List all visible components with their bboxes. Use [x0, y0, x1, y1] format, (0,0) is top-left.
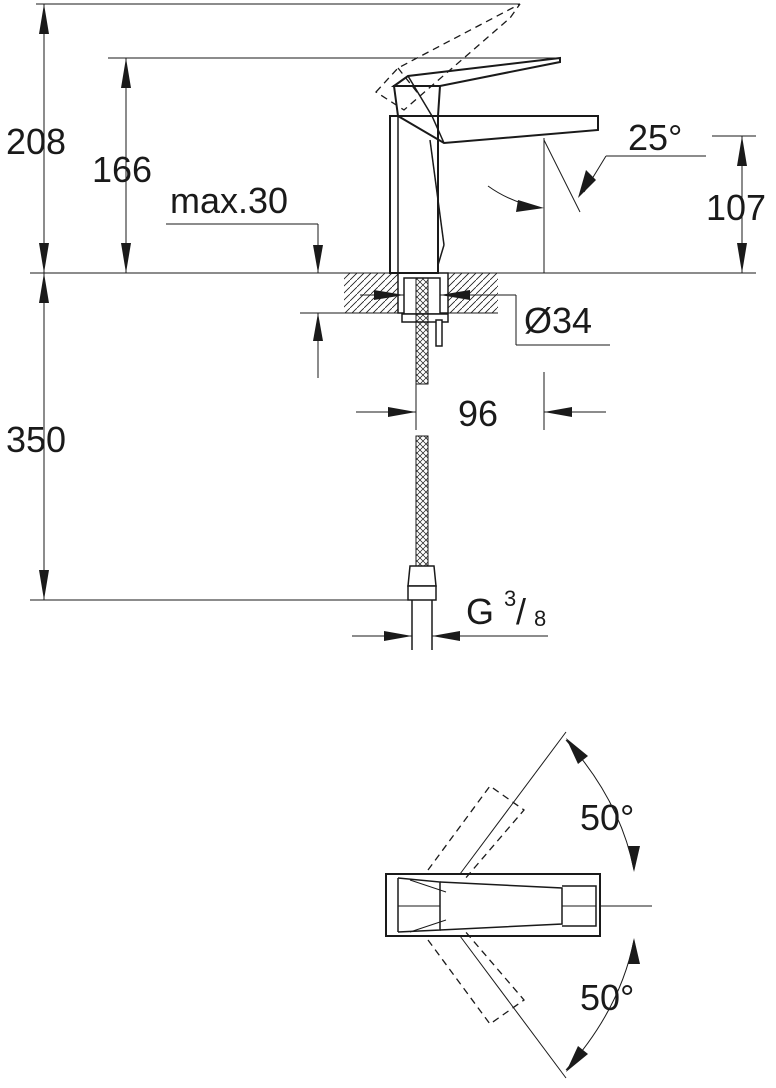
- label-25deg: 25°: [628, 117, 682, 158]
- faucet-body: [389, 56, 599, 274]
- svg-text:3: 3: [504, 586, 516, 611]
- label-swivel-bottom: 50°: [580, 977, 634, 1018]
- top-view: 50° 50°: [385, 731, 652, 1079]
- label-96: 96: [458, 393, 498, 434]
- label-166: 166: [92, 149, 152, 190]
- svg-text:G: G: [466, 591, 494, 632]
- dim-diameter: [360, 290, 610, 346]
- dim-208: [36, 3, 520, 273]
- handle-raised-outline: [374, 3, 521, 111]
- top-body: [385, 873, 601, 937]
- label-swivel-top: 50°: [580, 797, 634, 838]
- swivel-outline-top: [427, 731, 567, 881]
- dim-max30: [166, 223, 323, 378]
- label-107: 107: [706, 187, 766, 228]
- svg-text:8: 8: [534, 606, 546, 631]
- label-thread: G 3 / 8: [466, 586, 546, 632]
- angle-arc-top: [565, 738, 640, 872]
- dim-350: [30, 273, 412, 601]
- dim-25deg: [487, 139, 706, 213]
- label-diameter: Ø34: [524, 300, 592, 341]
- dim-thread: [352, 631, 548, 641]
- dim-166: [108, 57, 560, 273]
- dim-107: [543, 135, 756, 273]
- hose: [407, 277, 437, 650]
- angle-arc-bottom: [565, 938, 640, 1072]
- label-350: 350: [6, 419, 66, 460]
- label-208: 208: [6, 121, 66, 162]
- label-max30: max.30: [170, 180, 288, 221]
- svg-text:/: /: [516, 591, 526, 632]
- side-view: 208 166 max.30 107: [6, 3, 766, 650]
- dim-96: [356, 372, 606, 430]
- swivel-outline-bottom: [427, 929, 567, 1079]
